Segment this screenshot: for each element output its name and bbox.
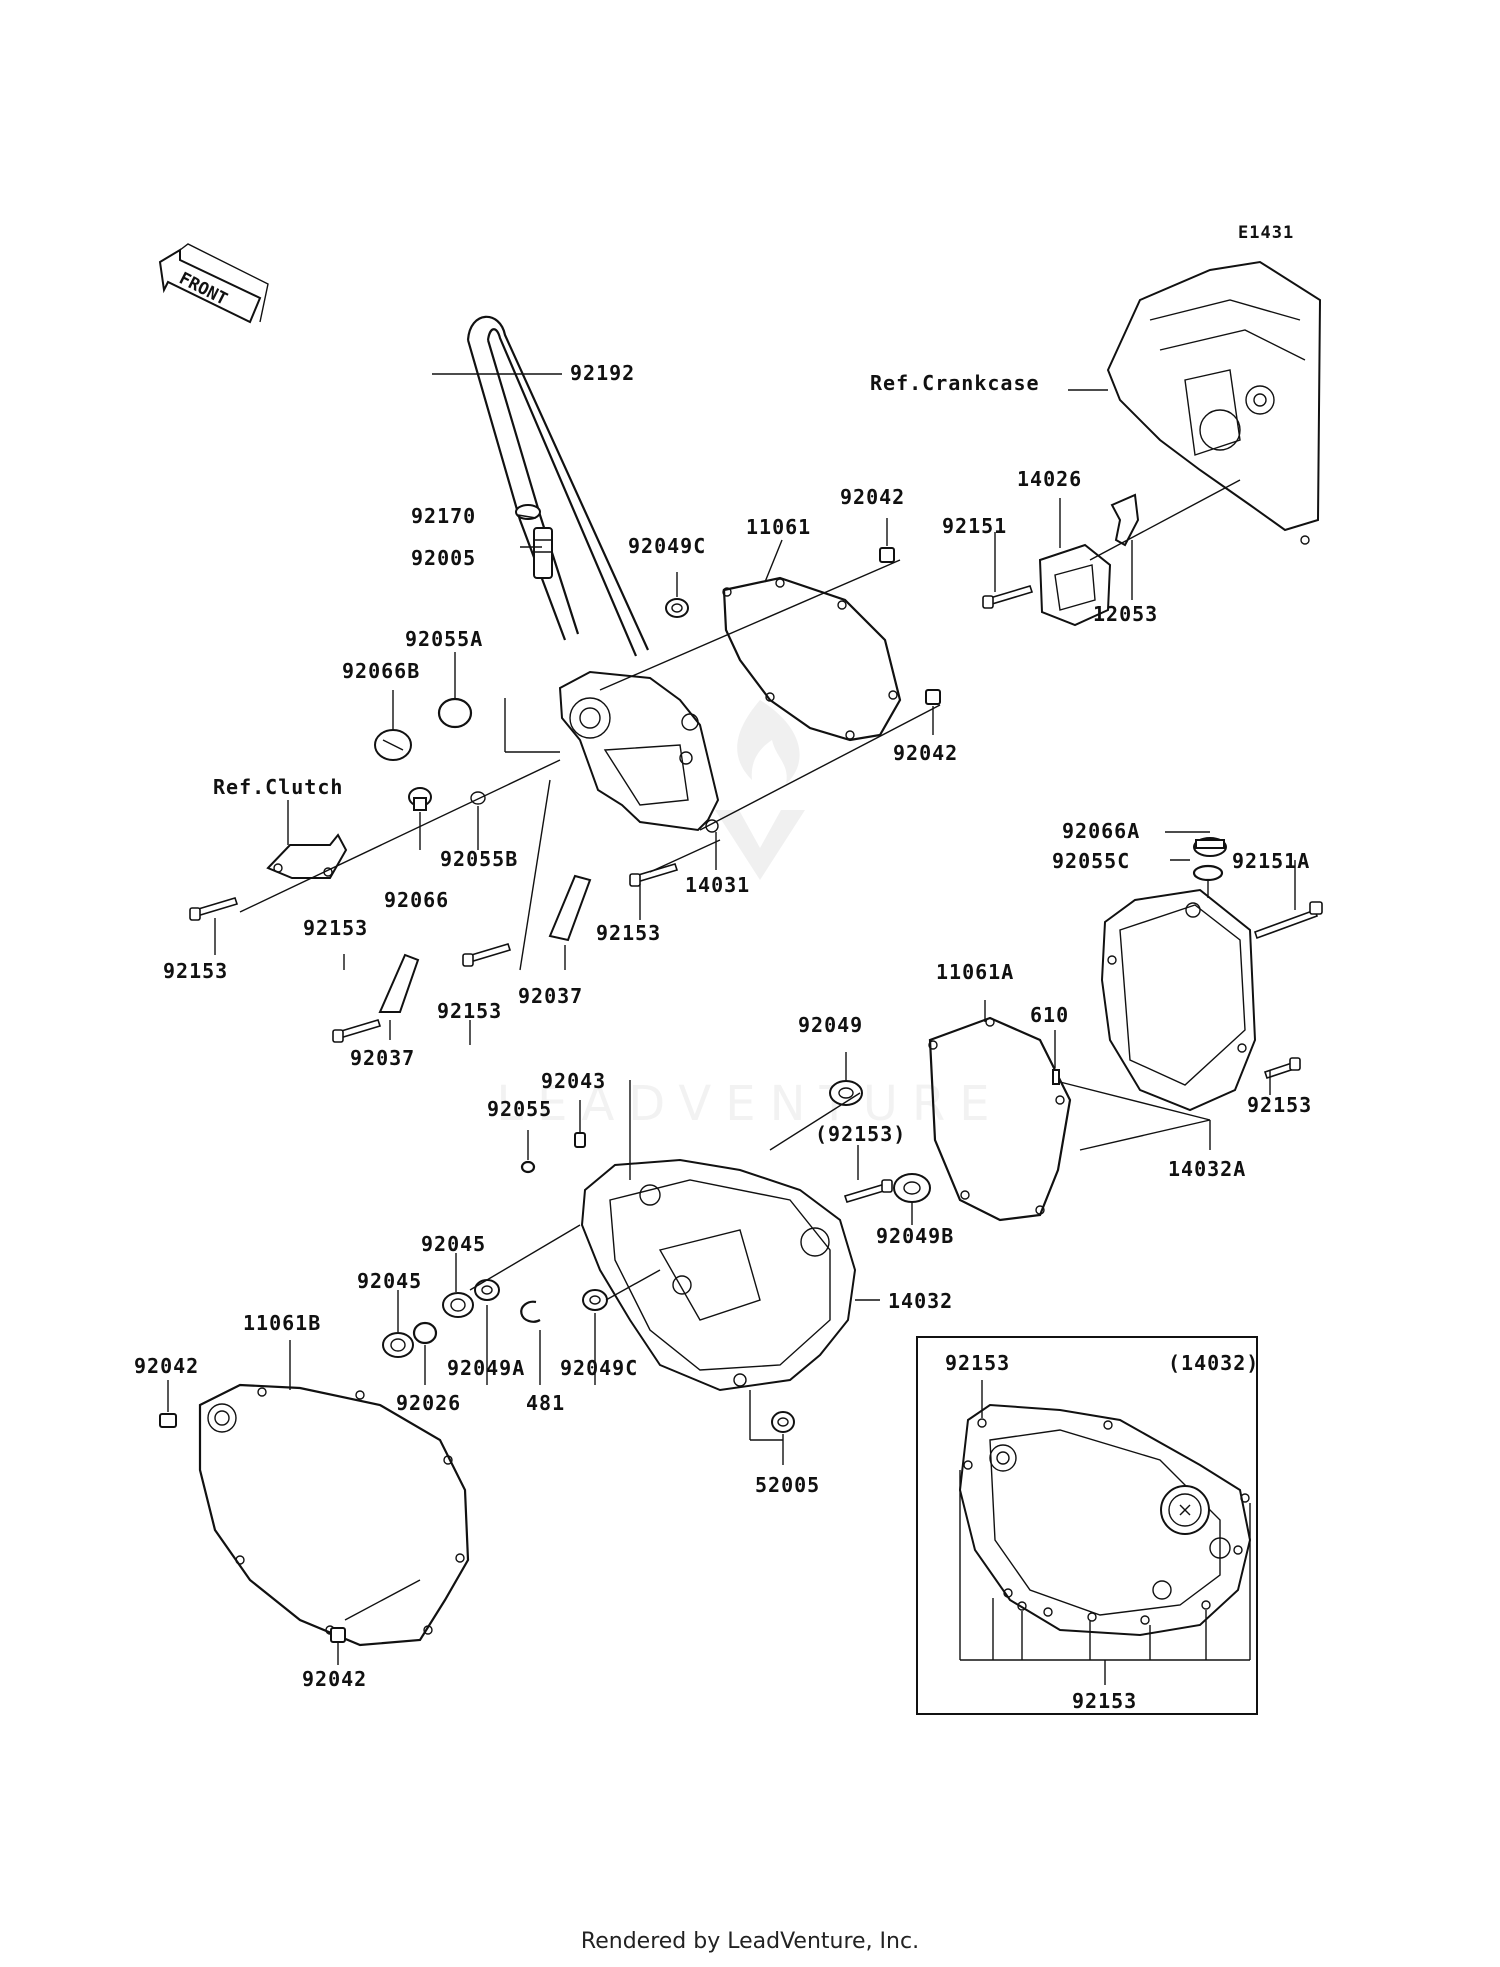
inset-label-92153-top: 92153 [945,1351,1010,1375]
bracket-12053 [1110,493,1140,547]
label-92055B: 92055B [440,847,518,871]
dowel-pin [574,1132,586,1148]
inset-label-92153-bottom: 92153 [1072,1689,1137,1713]
circlip [520,1300,541,1323]
label-14032A: 14032A [1168,1157,1246,1181]
gasket-11061B [198,1383,470,1647]
oil-seal [665,598,689,618]
footer-credit: Rendered by LeadVenture, Inc. [581,1929,919,1954]
front-arrow-icon: FRONT [158,243,269,324]
short-hose [378,874,592,1013]
label-92153-e: 92153 [1247,1093,1312,1117]
label-481: 481 [526,1391,565,1415]
gasket-11061 [722,576,902,742]
label-92049A: 92049A [447,1356,525,1380]
label-ref-clutch: Ref.Clutch [213,775,343,799]
crankcase-ref [1106,260,1322,545]
left-engine-cover [558,670,720,833]
label-92049C-top: 92049C [628,534,706,558]
drain-plug [408,787,432,811]
dowel-pin [879,547,941,705]
label-52005: 52005 [755,1473,820,1497]
leader-lines [994,389,1241,600]
label-92066B: 92066B [342,659,420,683]
label-92192: 92192 [570,361,635,385]
watermark-text: LEADVENTURE [496,1076,1003,1132]
label-92042-left: 92042 [134,1354,199,1378]
label-14031: 14031 [685,873,750,897]
label-92066A: 92066A [1062,819,1140,843]
gasket-11061A [928,1016,1072,1222]
leader-lines [397,1052,913,1465]
clutch-cover [1100,888,1257,1112]
dowel-pin [159,1413,346,1643]
label-92042-bottom: 92042 [302,1667,367,1691]
o-ring [520,1160,536,1174]
label-92037-b: 92037 [350,1046,415,1070]
filler-plug [1193,837,1227,857]
label-92042-mid: 92042 [893,741,958,765]
leader-lines [167,1340,421,1665]
label-92005: 92005 [411,546,476,570]
label-92045-a: 92045 [421,1232,486,1256]
bolt [843,1179,893,1203]
label-92055: 92055 [487,1097,552,1121]
inset-box [916,1336,1258,1715]
bolt [982,585,1034,609]
bearing [382,1292,474,1358]
leader-lines [984,831,1296,1151]
part-labels: 92192 92170 92005 92049C 11061 92042 920… [134,361,1312,1713]
o-ring [437,697,486,805]
label-92151A: 92151A [1232,849,1310,873]
label-92153-d: 92153 [596,921,661,945]
label-92049: 92049 [798,1013,863,1037]
leader-lines [214,373,941,1045]
label-92037-a: 92037 [518,984,583,1008]
bolt [1253,901,1323,1080]
label-92042-top: 92042 [840,485,905,509]
label-92153-b: 92153 [163,959,228,983]
label-11061A: 11061A [936,960,1014,984]
label-610: 610 [1030,1003,1069,1027]
dowel-pin [1052,1069,1060,1085]
bolt [189,863,679,1043]
oil-seal [771,1411,795,1433]
label-92153-paren: (92153) [815,1122,906,1146]
label-92043: 92043 [541,1069,606,1093]
label-14026: 14026 [1017,467,1082,491]
cover-plate [1038,543,1112,627]
label-92049C-low: 92049C [560,1356,638,1380]
label-14032: 14032 [888,1289,953,1313]
label-12053: 12053 [1093,602,1158,626]
clutch-bracket [266,833,348,879]
label-11061B: 11061B [243,1311,321,1335]
o-ring [1192,864,1224,882]
label-11061: 11061 [746,515,811,539]
diagram-id: E1431 [1238,223,1294,243]
label-92055C: 92055C [1052,849,1130,873]
label-92153-c: 92153 [437,999,502,1023]
label-92055A: 92055A [405,627,483,651]
oil-seal [474,1080,931,1311]
label-92066: 92066 [384,888,449,912]
hose-nipple [533,527,553,579]
label-92026: 92026 [396,1391,461,1415]
filler-plug [374,729,412,761]
label-92049B: 92049B [876,1224,954,1248]
label-92045-b: 92045 [357,1269,422,1293]
watermark-logo: LEADVENTURE [496,700,1003,1132]
seal-ring [412,1321,438,1345]
label-92151: 92151 [942,514,1007,538]
label-92153-a: 92153 [303,916,368,940]
inset-title: (14032) [1168,1351,1259,1375]
label-ref-crankcase: Ref.Crankcase [870,371,1040,395]
label-92170: 92170 [411,504,476,528]
